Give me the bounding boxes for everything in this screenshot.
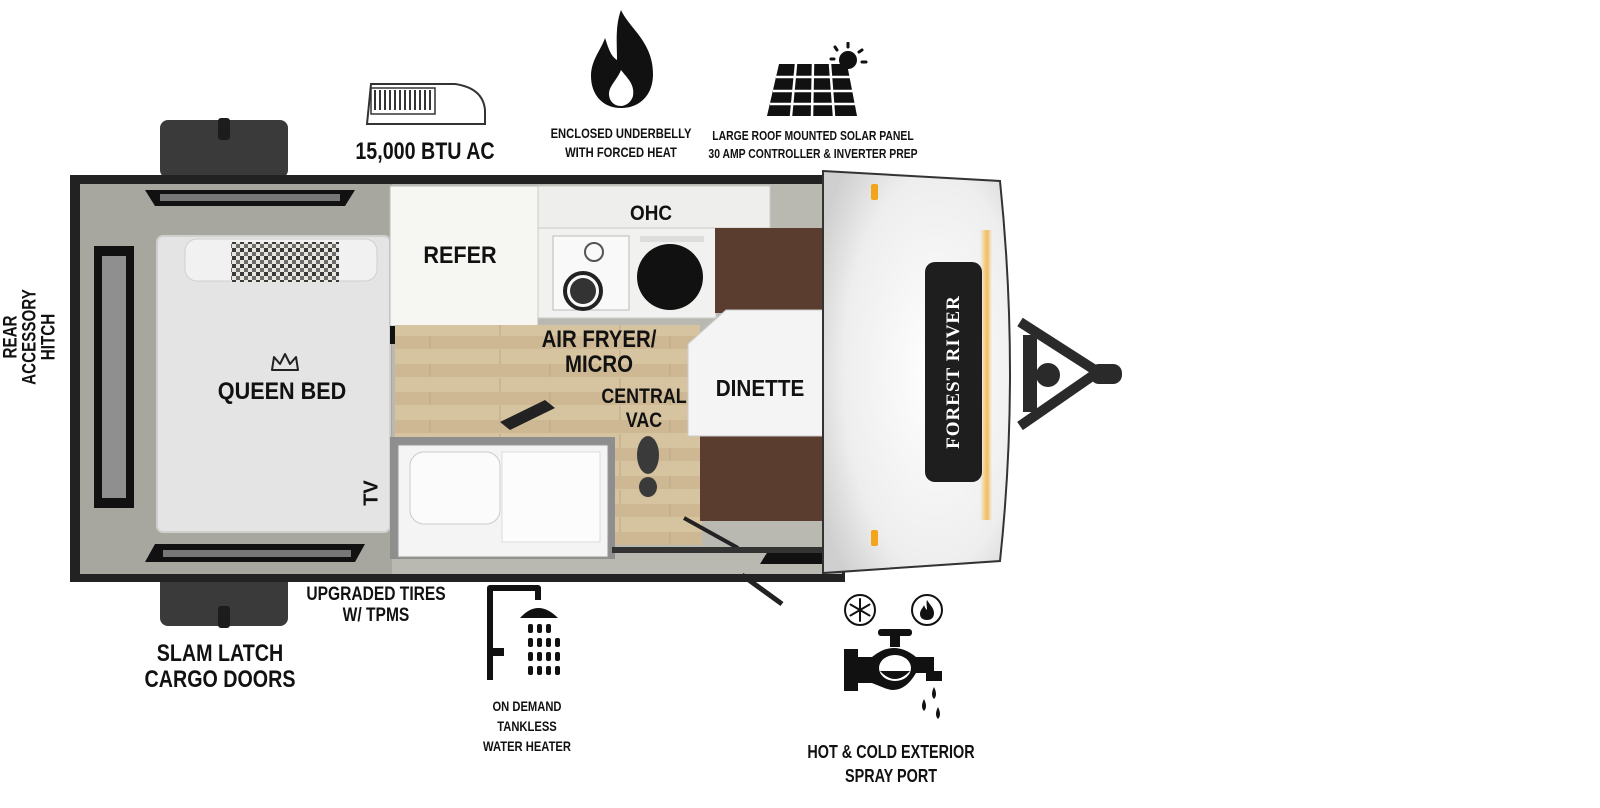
shower-icon <box>480 582 576 682</box>
dinette-label: DINETTE <box>715 375 805 401</box>
snowflake-icon <box>843 593 877 627</box>
window <box>145 544 365 562</box>
fire-circle-icon <box>910 593 944 627</box>
refrigerator <box>389 185 539 327</box>
queen-bed-mattress <box>156 235 391 533</box>
brand-text: FOREST RIVER <box>943 295 964 449</box>
entry-door <box>740 572 784 607</box>
refer-label: REFER <box>423 242 497 269</box>
faucet-icon <box>842 627 946 723</box>
sink <box>637 244 703 310</box>
brand-badge <box>925 262 982 482</box>
ohc-label: OHC <box>629 202 673 225</box>
floor <box>395 325 700 437</box>
queen-bed-label: QUEEN BED <box>217 378 347 405</box>
crown-icon <box>270 352 300 372</box>
rear-window <box>94 246 134 508</box>
dinette-seat <box>700 436 823 521</box>
throw-pillow <box>231 242 339 282</box>
dinette-table <box>687 309 824 437</box>
ac-label: 15,000 BTU AC <box>355 138 495 165</box>
tongue-hitch <box>1017 317 1122 431</box>
window <box>145 190 355 206</box>
ac-unit-icon <box>363 80 488 128</box>
solar-panel-icon <box>765 41 869 118</box>
boot-icon <box>637 436 659 497</box>
top-wheel <box>160 118 288 178</box>
flame-icon <box>587 8 657 110</box>
overhead-cabinet <box>537 185 771 229</box>
tv-label: TV <box>360 480 383 506</box>
dinette-seat <box>715 228 823 313</box>
airfryer-label: AIR FRYER/MICRO <box>541 326 657 378</box>
